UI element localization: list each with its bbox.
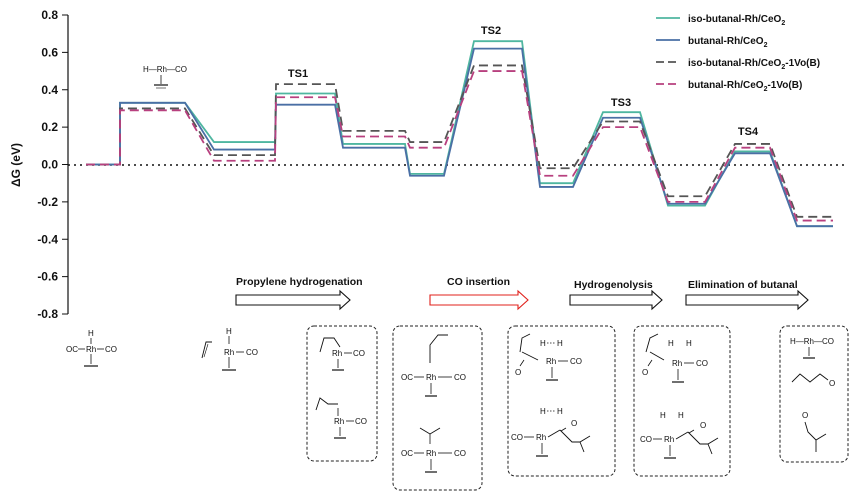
stage-propylene-hydrogenation: Propylene hydrogenation bbox=[235, 276, 363, 311]
structure-isoacyl-rh-h2-co: H H CO Rh O bbox=[511, 407, 591, 457]
svg-text:CO: CO bbox=[454, 373, 466, 382]
svg-text:Rh: Rh bbox=[664, 435, 674, 444]
svg-text:O: O bbox=[802, 411, 808, 420]
h-rh-co-annotation: H—Rh—CO bbox=[143, 65, 187, 89]
svg-text:OC: OC bbox=[66, 345, 78, 354]
svg-text:CO: CO bbox=[454, 449, 466, 458]
svg-text:CO: CO bbox=[355, 417, 367, 426]
svg-text:CO: CO bbox=[570, 357, 582, 366]
structure-box-ts3 bbox=[633, 325, 731, 477]
svg-text:Rh: Rh bbox=[672, 359, 682, 368]
structure-propyl-rh-dico: OC Rh CO bbox=[401, 334, 466, 397]
svg-text:H—Rh—CO: H—Rh—CO bbox=[790, 337, 834, 346]
legend: iso-butanal-Rh/CeO2 butanal-Rh/CeO2 iso-bu… bbox=[656, 14, 820, 93]
svg-text:Rh: Rh bbox=[426, 373, 436, 382]
svg-text:H: H bbox=[668, 339, 674, 348]
svg-text:Rh: Rh bbox=[334, 417, 344, 426]
structure-propyl-rh-co: Rh CO bbox=[319, 337, 365, 371]
y-ticks: 0.8 0.6 0.4 0.2 0.0 -0.2 -0.4 -0.6 -0.8 bbox=[37, 8, 68, 321]
svg-text:CO: CO bbox=[105, 345, 117, 354]
svg-text:OC: OC bbox=[401, 449, 413, 458]
svg-text:H: H bbox=[540, 407, 546, 416]
y-tick-label: 0.8 bbox=[41, 8, 58, 22]
y-tick-label: 0.2 bbox=[41, 120, 58, 134]
series-butanal-rh-ceo2-1vo-b bbox=[86, 70, 833, 222]
y-tick-label: -0.4 bbox=[37, 232, 58, 246]
svg-text:Elimination of butanal: Elimination of butanal bbox=[688, 279, 798, 291]
svg-text:CO: CO bbox=[246, 348, 258, 357]
svg-text:OC: OC bbox=[401, 373, 413, 382]
y-tick-label: 0.6 bbox=[41, 45, 58, 59]
structure-isopropyl-rh-co: Rh CO bbox=[315, 397, 367, 439]
series-layer bbox=[86, 40, 833, 228]
legend-label: iso-butanal-Rh/CeO2 bbox=[688, 14, 785, 27]
svg-text:H: H bbox=[540, 339, 546, 348]
svg-text:Rh: Rh bbox=[86, 345, 96, 354]
series-iso-butanal-rh-ceo2-1vo-b bbox=[86, 64, 833, 218]
svg-text:Propylene hydrogenation: Propylene hydrogenation bbox=[236, 276, 363, 288]
stage-elimination-of-butanal: Elimination of butanal bbox=[685, 279, 809, 311]
stage-hydrogenolysis: Hydrogenolysis bbox=[569, 279, 663, 311]
stage-co-insertion: CO insertion bbox=[429, 276, 529, 311]
svg-text:H: H bbox=[686, 339, 692, 348]
svg-text:Rh: Rh bbox=[224, 348, 234, 357]
svg-text:Rh: Rh bbox=[546, 357, 556, 366]
svg-text:Rh: Rh bbox=[332, 349, 342, 358]
svg-text:O: O bbox=[571, 419, 577, 428]
y-tick-label: -0.2 bbox=[37, 195, 58, 209]
svg-text:H: H bbox=[660, 411, 666, 420]
legend-label: iso-butanal-Rh/CeO2-1Vo(B) bbox=[688, 58, 820, 71]
ts3-label: TS3 bbox=[611, 97, 631, 109]
y-tick-label: -0.8 bbox=[37, 307, 58, 321]
svg-text:H: H bbox=[557, 339, 563, 348]
structure-box-ts1 bbox=[306, 325, 378, 462]
ts2-label: TS2 bbox=[481, 25, 501, 37]
svg-text:Rh: Rh bbox=[426, 449, 436, 458]
svg-text:CO insertion: CO insertion bbox=[447, 276, 510, 288]
svg-text:O: O bbox=[515, 368, 521, 377]
structure-isopropyl-rh-dico: OC Rh CO bbox=[401, 427, 466, 473]
y-tick-label: 0.0 bbox=[41, 158, 58, 172]
svg-text:CO: CO bbox=[640, 435, 652, 444]
legend-label: butanal-Rh/CeO2-1Vo(B) bbox=[688, 80, 802, 93]
structure-rh-h-co: H OC Rh CO bbox=[66, 329, 117, 367]
svg-text:Rh: Rh bbox=[536, 433, 546, 442]
structure-isoacyl-rh-dihydride: H H CO Rh O bbox=[640, 411, 719, 459]
series-butanal-rh-ceo2 bbox=[86, 47, 833, 228]
structure-acyl-rh-h2-co: O H H Rh CO bbox=[515, 333, 582, 381]
svg-text:CO: CO bbox=[353, 349, 365, 358]
structure-product-h-rh-co: H—Rh—CO bbox=[790, 337, 834, 359]
svg-text:CO: CO bbox=[696, 359, 708, 368]
svg-text:H: H bbox=[88, 329, 94, 338]
y-axis-label: ΔG (eV) bbox=[9, 143, 23, 187]
svg-text:O: O bbox=[700, 421, 706, 430]
ts4-label: TS4 bbox=[738, 126, 759, 138]
y-tick-label: 0.4 bbox=[41, 83, 58, 97]
structure-propylene-rh: H Rh CO bbox=[201, 327, 258, 371]
structure-box-co-insertion bbox=[392, 325, 483, 491]
svg-text:H: H bbox=[557, 407, 563, 416]
structure-isobutanal: O bbox=[802, 411, 827, 452]
structure-box-ts2 bbox=[507, 325, 616, 477]
svg-text:H—Rh—CO: H—Rh—CO bbox=[143, 65, 187, 74]
structure-acyl-rh-dihydride: O H H Rh CO bbox=[642, 333, 708, 383]
structure-butanal: O bbox=[791, 373, 835, 388]
svg-text:H: H bbox=[226, 327, 232, 336]
ts1-label: TS1 bbox=[288, 68, 308, 80]
legend-label: butanal-Rh/CeO2 bbox=[688, 36, 768, 49]
structure-box-products bbox=[779, 325, 849, 463]
svg-text:O: O bbox=[829, 379, 835, 388]
y-tick-label: -0.6 bbox=[37, 270, 58, 284]
svg-text:O: O bbox=[642, 368, 648, 377]
svg-text:CO: CO bbox=[511, 433, 523, 442]
svg-text:H: H bbox=[678, 411, 684, 420]
svg-text:Hydrogenolysis: Hydrogenolysis bbox=[574, 279, 653, 291]
